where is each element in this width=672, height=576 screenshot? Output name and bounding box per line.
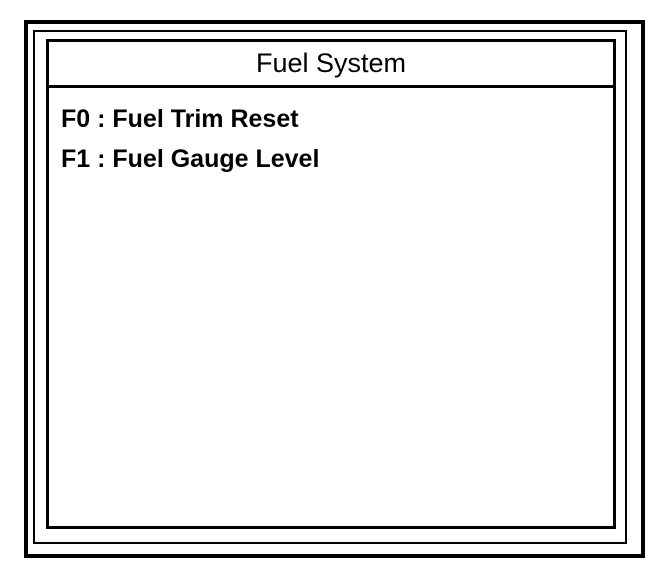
menu-item-f0[interactable]: F0 : Fuel Trim Reset xyxy=(61,105,299,133)
menu-list: F0 : Fuel Trim Reset F1 : Fuel Gauge Lev… xyxy=(49,88,613,526)
fuel-system-panel: Fuel System F0 : Fuel Trim Reset F1 : Fu… xyxy=(46,39,616,529)
menu-item-f1[interactable]: F1 : Fuel Gauge Level xyxy=(61,145,320,173)
panel-header: Fuel System xyxy=(49,42,613,88)
page-title: Fuel System xyxy=(255,48,407,78)
